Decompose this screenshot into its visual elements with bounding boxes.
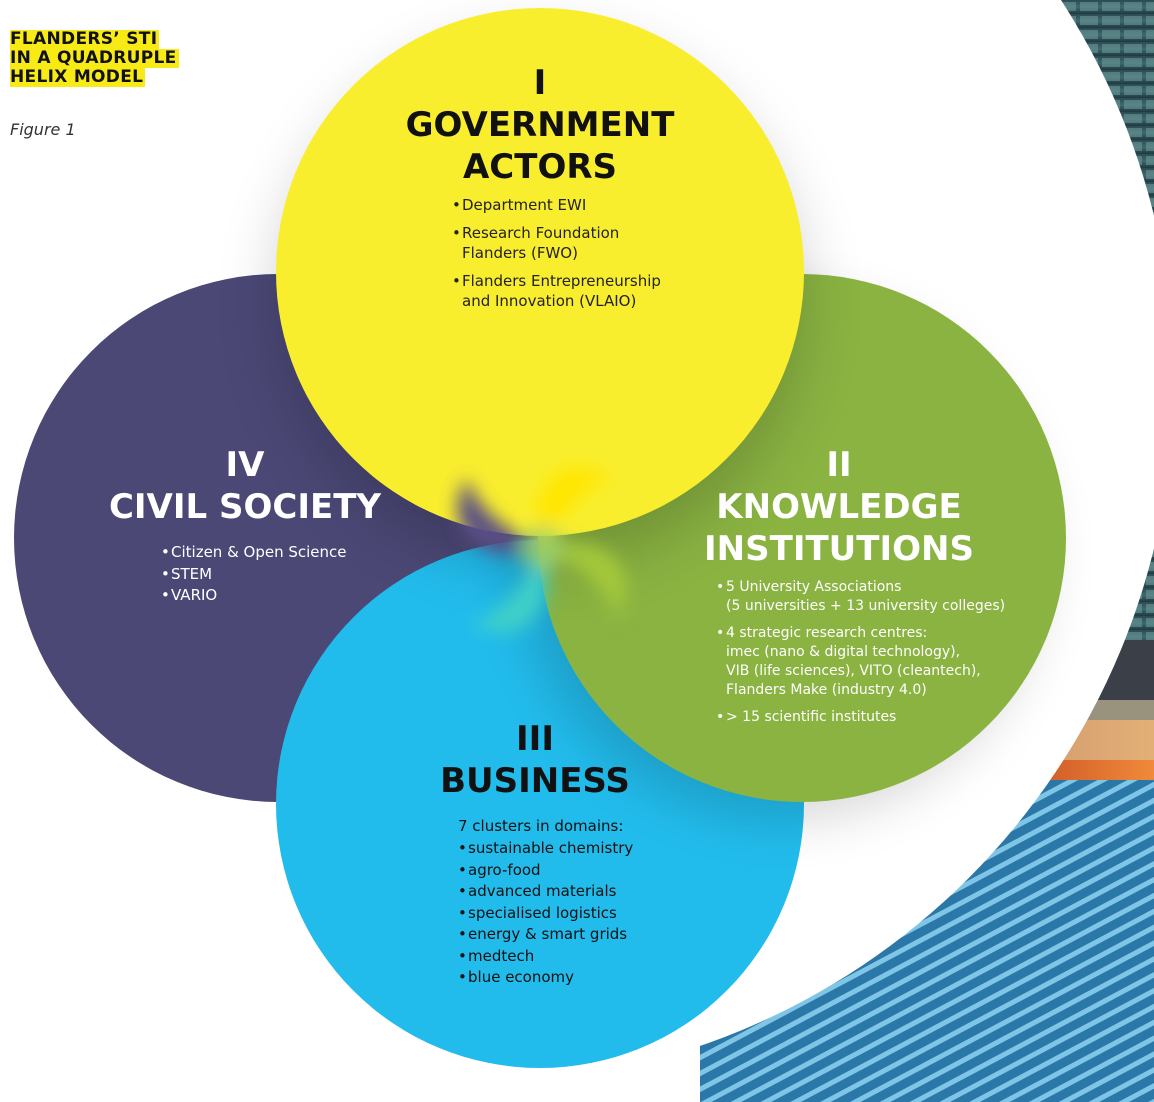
list-item: •medtech (458, 946, 535, 965)
list-item: •energy & smart grids (458, 925, 628, 943)
list-item: •sustainable chemistry (458, 839, 634, 857)
list-item: •STEM (161, 564, 213, 583)
knowledge-name-line-2: INSTITUTIONS (704, 529, 974, 569)
title-line-2: IN A QUADRUPLE (10, 48, 179, 68)
list-item: •> 15 scientific institutes (716, 709, 897, 725)
list-item: •Citizen & Open Science (161, 543, 347, 561)
government-numeral: I (533, 63, 547, 103)
figure-title: FLANDERS’ STI IN A QUADRUPLE HELIX MODEL (10, 30, 240, 87)
government-name-line-1: GOVERNMENT (405, 105, 675, 145)
list-item: •4 strategic research centres:imec (nano… (716, 625, 981, 698)
civil-name-line-1: CIVIL SOCIETY (108, 487, 382, 527)
business-heading: III BUSINESS (410, 718, 660, 802)
list-item: •agro-food (458, 860, 541, 879)
knowledge-heading: II KNOWLEDGE INSTITUTIONS (694, 444, 984, 570)
knowledge-list: •5 University Associations(5 universitie… (716, 578, 1046, 735)
list-item: •VARIO (161, 586, 218, 604)
list-item: •Department EWI (452, 196, 587, 214)
civil-numeral: IV (225, 445, 265, 485)
knowledge-name-line-1: KNOWLEDGE (716, 487, 962, 527)
list-item: •specialised logistics (458, 903, 617, 922)
list-item: •blue economy (458, 968, 575, 986)
civil-society-heading: IV CIVIL SOCIETY (90, 444, 400, 528)
title-line-3: HELIX MODEL (10, 67, 146, 87)
figure-label: Figure 1 (10, 120, 76, 139)
government-heading: I GOVERNMENT ACTORS (395, 62, 685, 188)
business-name-line-1: BUSINESS (440, 761, 630, 801)
title-line-1: FLANDERS’ STI (10, 29, 160, 49)
civil-society-list: •Citizen & Open Science •STEM •VARIO (161, 542, 381, 607)
list-item: •5 University Associations(5 universitie… (716, 579, 1006, 614)
knowledge-numeral: II (826, 445, 852, 485)
business-numeral: III (516, 719, 554, 759)
business-list: •sustainable chemistry •agro-food •advan… (458, 838, 698, 989)
list-item: •advanced materials (458, 882, 617, 900)
government-actors-circle (276, 8, 804, 536)
government-name-line-2: ACTORS (462, 147, 618, 187)
business-intro: 7 clusters in domains: (458, 817, 624, 835)
